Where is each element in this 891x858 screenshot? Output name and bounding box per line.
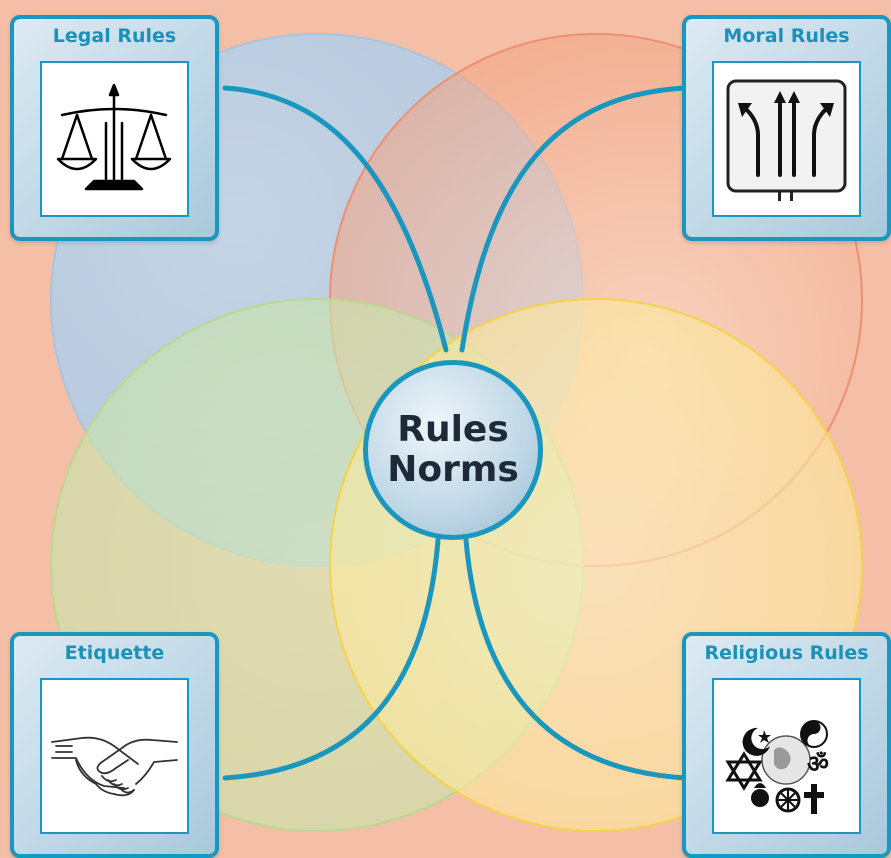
center-label-line1: Rules — [397, 409, 509, 450]
moral-rules-image-frame — [712, 61, 861, 217]
connector-legal — [222, 85, 449, 353]
religious-rules-image-frame: ॐ — [712, 678, 861, 834]
etiquette-image-frame — [40, 678, 189, 834]
religious-symbols-icon: ॐ — [725, 720, 829, 814]
religious-rules-card: Religious Rules ॐ — [682, 632, 891, 858]
moral-rules-title: Moral Rules — [723, 25, 850, 47]
etiquette-title: Etiquette — [64, 642, 165, 664]
connector-religious — [463, 537, 688, 781]
legal-rules-title: Legal Rules — [52, 25, 177, 47]
center-label-line2: Norms — [387, 449, 519, 490]
moral-rules-card: Moral Rules — [682, 15, 891, 241]
center-node: Rules Norms — [363, 360, 543, 540]
road-sign-arrows-icon — [726, 79, 847, 201]
legal-rules-card: Legal Rules — [10, 15, 219, 241]
religious-rules-title: Religious Rules — [704, 642, 869, 664]
connector-moral — [459, 85, 688, 353]
legal-rules-image-frame — [40, 61, 189, 217]
connector-etiquette — [222, 537, 441, 781]
handshake-icon — [51, 736, 178, 797]
svg-text:ॐ: ॐ — [807, 750, 829, 778]
scales-of-justice-icon — [56, 83, 172, 191]
etiquette-card: Etiquette — [10, 632, 219, 858]
